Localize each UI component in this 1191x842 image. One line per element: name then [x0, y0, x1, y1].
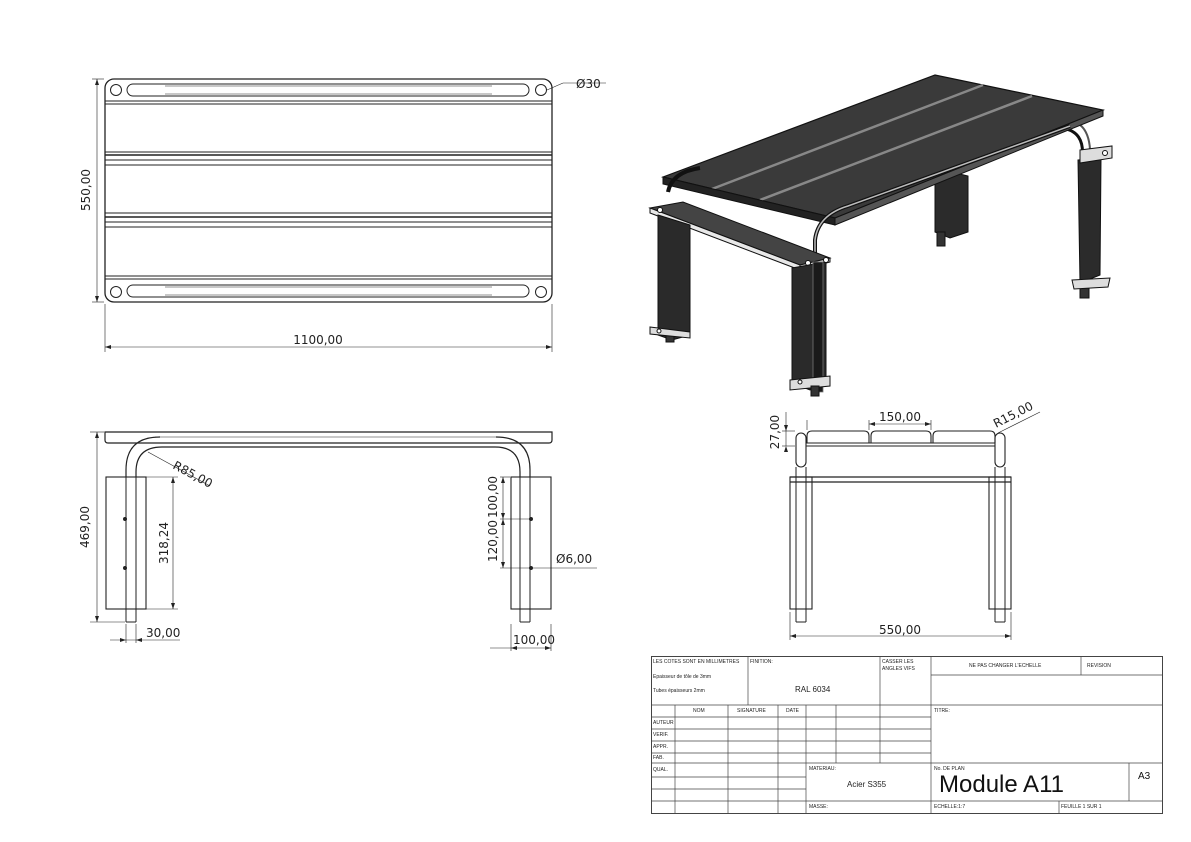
- row-fab: FAB.: [653, 755, 664, 761]
- note-sheet-thickness: Epaisseur de tôle de 3mm: [653, 674, 712, 680]
- dim-550-side: 550,00: [879, 623, 921, 637]
- dim-150: 150,00: [879, 410, 921, 424]
- dim-120: 120,00: [486, 520, 500, 562]
- finish-value: RAL 6034: [795, 685, 831, 694]
- title-label: TITRE:: [934, 708, 950, 714]
- dim-318: 318,24: [157, 522, 171, 564]
- isometric-view: [648, 74, 1113, 397]
- hole-icon: [110, 84, 122, 96]
- mass-label: MASSE:: [809, 804, 828, 810]
- dim-phi6: Ø6,00: [556, 552, 592, 566]
- hole-icon: [535, 84, 547, 96]
- dim-469: 469,00: [78, 506, 92, 548]
- dim-phi30: Ø30: [576, 77, 601, 91]
- top-view: [92, 78, 606, 352]
- col-date: DATE: [786, 708, 799, 714]
- no-scale-note: NE PAS CHANGER L'ECHELLE: [969, 663, 1042, 669]
- paper-format: A3: [1138, 771, 1151, 782]
- dim-27: 27,00: [768, 415, 782, 449]
- finish-label: FINITION:: [750, 659, 773, 665]
- scale: ECHELLE:1:7: [934, 804, 966, 810]
- material-value: Acier S355: [847, 780, 887, 789]
- col-nom: NOM: [693, 708, 705, 714]
- plan-no-label: No. DE PLAN: [934, 766, 965, 772]
- dim-r15: R15,00: [991, 399, 1035, 431]
- revision-label: REVISION: [1087, 663, 1111, 669]
- col-signature: SIGNATURE: [737, 708, 766, 714]
- dim-r85: R85,00: [171, 458, 215, 490]
- dim-30: 30,00: [146, 626, 180, 640]
- plan-number: Module A11: [939, 771, 1064, 798]
- dim-550: 550,00: [79, 169, 93, 211]
- front-view: [90, 431, 597, 651]
- dim-100-horizontal: 100,00: [513, 633, 555, 647]
- title-block-grid: [651, 656, 1163, 814]
- hole-icon: [535, 286, 547, 298]
- edges-line-2: ANGLES VIFS: [882, 666, 915, 672]
- dim-100-vertical: 100,00: [486, 476, 500, 518]
- title-block: LES COTES SONT EN MILLIMETRES Epaisseur …: [651, 656, 1163, 814]
- row-auteur: AUTEUR: [653, 720, 674, 726]
- sheet-number: FEUILLE 1 SUR 1: [1061, 804, 1102, 810]
- material-label: MATERIAU:: [809, 766, 836, 772]
- note-units: LES COTES SONT EN MILLIMETRES: [653, 659, 740, 665]
- hole-icon: [110, 286, 122, 298]
- note-tube-thickness: Tubes épaisseurs 2mm: [653, 688, 705, 694]
- edges-line-1: CASSER LES: [882, 659, 914, 665]
- row-qual: QUAL.: [653, 767, 669, 773]
- side-view: [782, 411, 1041, 640]
- row-verif: VERIF.: [653, 732, 669, 738]
- row-appr: APPR.: [653, 744, 669, 750]
- dim-1100: 1100,00: [293, 333, 343, 347]
